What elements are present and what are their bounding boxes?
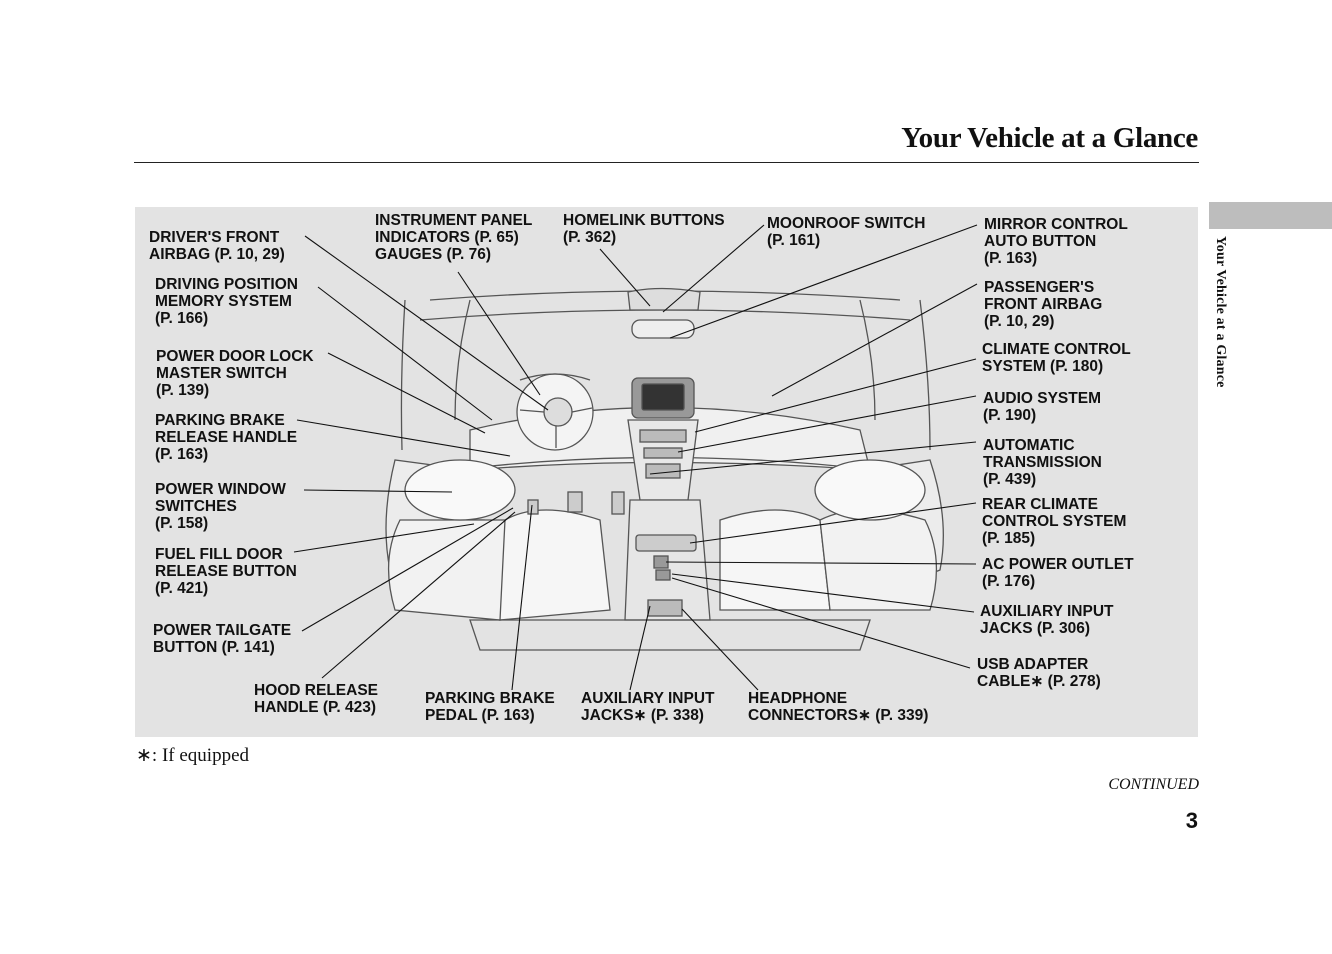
side-tab-marker (1209, 202, 1332, 229)
label-rear-climate-control: REAR CLIMATE CONTROL SYSTEM (P. 185) (982, 496, 1127, 547)
continued-marker: CONTINUED (1108, 776, 1199, 793)
label-ac-power-outlet: AC POWER OUTLET (P. 176) (982, 556, 1134, 590)
label-driving-position-memory: DRIVING POSITION MEMORY SYSTEM (P. 166) (155, 276, 298, 327)
title-rule (134, 162, 1199, 163)
label-automatic-transmission: AUTOMATIC TRANSMISSION (P. 439) (983, 437, 1102, 488)
label-mirror-control: MIRROR CONTROL AUTO BUTTON (P. 163) (984, 216, 1128, 267)
label-headphone-connectors: HEADPHONE CONNECTORS∗ (P. 339) (748, 690, 929, 724)
label-moonroof-switch: MOONROOF SWITCH (P. 161) (767, 215, 926, 249)
label-parking-brake-release: PARKING BRAKE RELEASE HANDLE (P. 163) (155, 412, 298, 463)
page-number: 3 (1185, 808, 1198, 833)
label-instrument-panel: INSTRUMENT PANEL INDICATORS (P. 65) GAUG… (375, 212, 533, 263)
label-usb-adapter: USB ADAPTER CABLE∗ (P. 278) (977, 656, 1101, 690)
label-passenger-airbag: PASSENGER'S FRONT AIRBAG (P. 10, 29) (984, 279, 1103, 330)
label-aux-input-jacks-rear: AUXILIARY INPUT JACKS (P. 306) (980, 603, 1114, 637)
label-power-tailgate: POWER TAILGATE BUTTON (P. 141) (153, 622, 292, 656)
label-power-door-lock: POWER DOOR LOCK MASTER SWITCH (P. 139) (156, 348, 314, 399)
label-aux-input-jacks-front: AUXILIARY INPUT JACKS∗ (P. 338) (581, 690, 715, 724)
page-title: Your Vehicle at a Glance (901, 122, 1198, 154)
label-power-window-switches: POWER WINDOW SWITCHES (P. 158) (155, 481, 286, 532)
label-drivers-front-airbag: DRIVER'S FRONT AIRBAG (P. 10, 29) (149, 229, 285, 263)
label-audio-system: AUDIO SYSTEM (P. 190) (983, 390, 1101, 424)
label-homelink: HOMELINK BUTTONS (P. 362) (563, 212, 725, 246)
footnote: ∗: If equipped (136, 745, 249, 766)
side-tab-label: Your Vehicle at a Glance (1213, 236, 1228, 388)
label-hood-release: HOOD RELEASE HANDLE (P. 423) (254, 682, 379, 716)
label-climate-control: CLIMATE CONTROL SYSTEM (P. 180) (982, 341, 1131, 375)
label-parking-brake-pedal: PARKING BRAKE PEDAL (P. 163) (425, 690, 555, 724)
label-fuel-fill-door: FUEL FILL DOOR RELEASE BUTTON (P. 421) (155, 546, 297, 597)
